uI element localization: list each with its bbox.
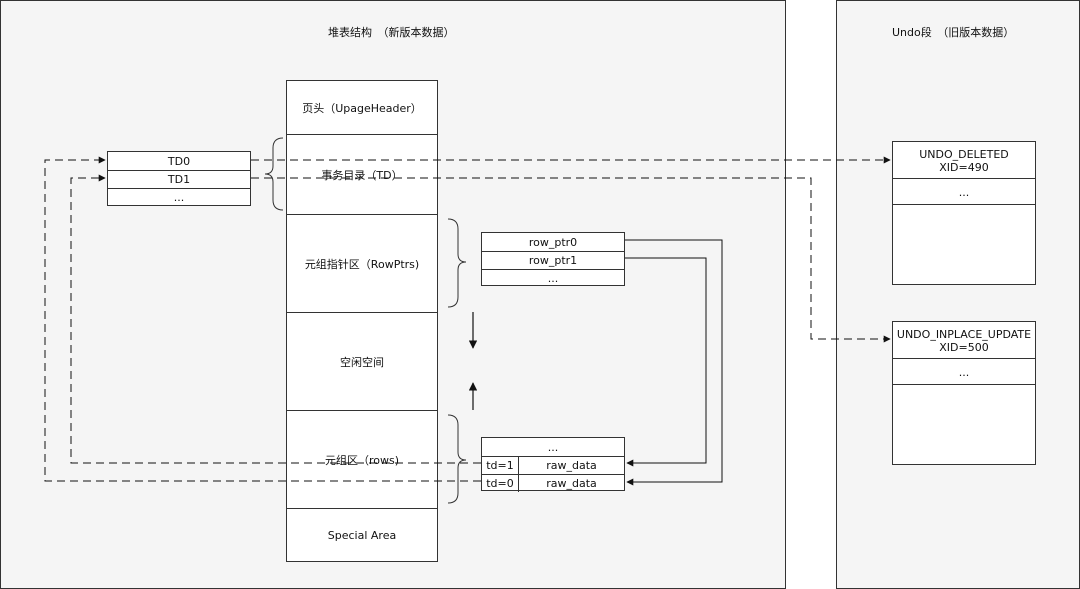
row-td1-to-td1: [70, 174, 481, 464]
undo-record-xid: XID=490: [939, 160, 989, 174]
special-area-section: Special Area: [287, 508, 437, 562]
row-pointer-section: 元组指针区（RowPtrs): [287, 214, 437, 313]
row-data-cell: raw_data: [519, 474, 624, 492]
undo-record-xid: XID=500: [939, 340, 989, 354]
rowptr0-to-row: [625, 239, 723, 486]
undo-record-type: UNDO_DELETED: [919, 147, 1009, 161]
undo-record-inplace-update: UNDO_INPLACE_UPDATE XID=500 ...: [892, 321, 1036, 465]
brace-rows: [447, 414, 467, 504]
rows-top: ...: [547, 440, 559, 454]
undo-region: [836, 0, 1080, 589]
td-item: ...: [108, 188, 250, 206]
heap-title: 堆表结构 （新版本数据）: [328, 26, 455, 39]
td-item: TD1: [108, 170, 250, 188]
row-ptr-item: row_ptr0: [528, 235, 578, 249]
undo-record-type: UNDO_INPLACE_UPDATE: [896, 327, 1032, 341]
rowptr1-to-row: [625, 257, 707, 467]
undo-record-body: [893, 384, 1035, 465]
undo-record-more: ...: [893, 358, 1035, 385]
undo-record-more: ...: [893, 178, 1035, 205]
brace-rowptrs: [447, 218, 467, 308]
td-list: TD0 TD1 ...: [107, 151, 251, 206]
undo-title: Undo段 （旧版本数据）: [892, 26, 1015, 39]
row-ptr-item: row_ptr1: [482, 251, 624, 269]
row-td0-to-td0: [44, 156, 481, 482]
td1-to-undo-inplace: [251, 177, 891, 343]
row-ptr-item: ...: [482, 269, 624, 287]
undo-record-header: UNDO_DELETED XID=490: [893, 142, 1035, 179]
undo-record-deleted: UNDO_DELETED XID=490 ...: [892, 141, 1036, 285]
td-item: TD0: [167, 154, 191, 168]
row-td-cell: td=1: [482, 456, 519, 474]
row-data-cell: raw_data: [519, 456, 624, 474]
row-td-cell: td=0: [482, 474, 519, 492]
undo-record-header: UNDO_INPLACE_UPDATE XID=500: [893, 322, 1035, 359]
free-space-section: 空闲空间: [287, 312, 437, 411]
row-ptr-list: row_ptr0 row_ptr1 ...: [481, 232, 625, 286]
page-header-section: 页头（UpageHeader）: [302, 101, 422, 115]
undo-record-body: [893, 204, 1035, 285]
rows-list: ... td=1 raw_data td=0 raw_data: [481, 437, 625, 492]
brace-td: [264, 137, 284, 211]
